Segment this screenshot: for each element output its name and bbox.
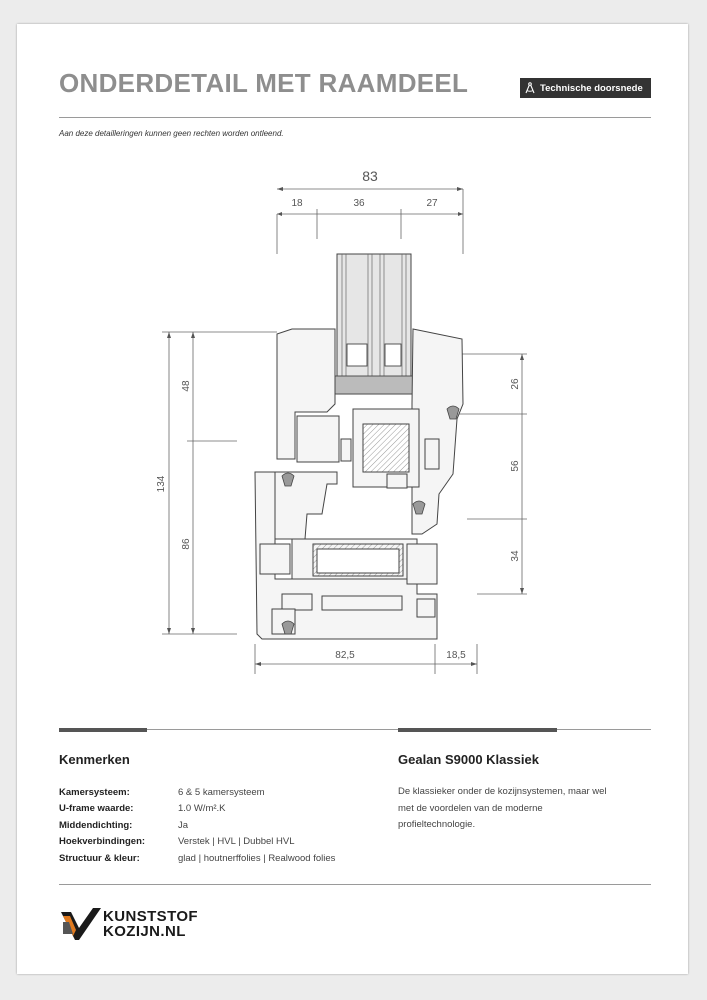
document-page: ONDERDETAIL MET RAAMDEEL Technische door… — [17, 24, 688, 974]
feature-label: Hoekverbindingen: — [59, 836, 146, 848]
dim-top-c: 27 — [426, 198, 438, 209]
badge-label: Technische doorsnede — [540, 82, 643, 94]
dim-left-lower: 86 — [181, 538, 192, 550]
company-logo: KUNSTSTOF KOZIJN.NL — [61, 908, 198, 940]
dim-left-total: 134 — [156, 475, 167, 492]
dim-bottom-b: 18,5 — [446, 650, 466, 661]
features-heading: Kenmerken — [59, 752, 130, 767]
feature-label: Middendichting: — [59, 819, 133, 831]
feature-row: Hoekverbindingen: Verstek | HVL | Dubbel … — [59, 834, 335, 851]
feature-value: Ja — [178, 819, 189, 831]
feature-label: Structuur & kleur: — [59, 852, 140, 864]
header-divider — [59, 117, 651, 118]
product-heading: Gealan S9000 Klassiek — [398, 752, 539, 767]
logo-line-2: KOZIJN.NL — [103, 923, 186, 940]
feature-value: Verstek | HVL | Dubbel HVL — [178, 836, 295, 848]
dim-right-c: 34 — [510, 550, 521, 562]
feature-value: 6 & 5 kamersysteem — [178, 786, 265, 798]
feature-value: glad | houtnerffolies | Realwood folies — [178, 852, 336, 864]
feature-row: Structuur & kleur: glad | houtnerffolies … — [59, 850, 335, 867]
feature-row: Kamersysteem: 6 & 5 kamersysteem — [59, 784, 335, 801]
dim-right-a: 26 — [510, 378, 521, 390]
frame-profile — [254, 471, 438, 640]
technical-section-badge: Technische doorsnede — [520, 78, 651, 98]
feature-label: Kamersysteem: — [59, 786, 130, 798]
features-divider — [147, 729, 398, 730]
dim-top-a: 18 — [291, 198, 303, 209]
features-list: Kamersysteem: 6 & 5 kamersysteem U-frame … — [59, 784, 335, 867]
product-divider — [557, 729, 651, 730]
dim-left-upper: 48 — [181, 380, 192, 392]
feature-value: 1.0 W/m².K — [178, 803, 226, 815]
glass-unit — [334, 253, 416, 395]
product-accent-bar — [398, 728, 557, 732]
dim-right-b: 56 — [510, 460, 521, 472]
compass-icon — [520, 82, 540, 94]
logo-line-1: KUNSTSTOF — [103, 908, 198, 925]
dim-top-b: 36 — [353, 198, 365, 209]
footer-divider — [59, 884, 651, 885]
page-title: ONDERDETAIL MET RAAMDEEL — [59, 68, 469, 98]
checkmark-logo-icon — [61, 908, 101, 940]
disclaimer: Aan deze detailleringen kunnen geen rech… — [59, 129, 284, 138]
feature-label: U-frame waarde: — [59, 803, 134, 815]
product-description: De klassieker onder de kozijnsystemen, m… — [398, 786, 607, 830]
feature-row: U-frame waarde: 1.0 W/m².K — [59, 801, 335, 818]
dim-top-total: 83 — [362, 168, 378, 184]
sash-profile — [276, 328, 464, 535]
features-accent-bar — [59, 728, 147, 732]
cross-section-drawing: 83 18 36 27 134 48 86 26 56 34 82,5 18,5 — [156, 168, 527, 674]
dim-bottom-a: 82,5 — [335, 650, 355, 661]
feature-row: Middendichting: Ja — [59, 817, 335, 834]
